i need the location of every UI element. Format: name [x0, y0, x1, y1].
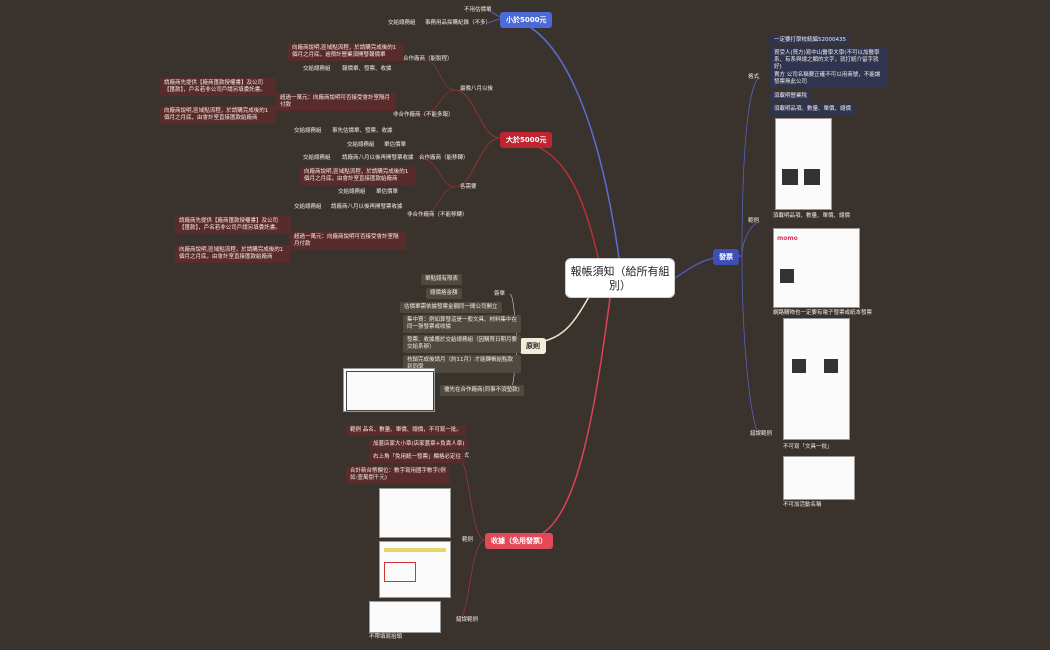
node-quote-only: 單估價單 [384, 142, 407, 148]
node-f4: 合計新台幣欄位：數字寫用國字數字(例如:壹萬捌千元) [346, 466, 450, 484]
node-f2: 加蓋店家大小章(店家蓋章+負責人章) [369, 439, 469, 450]
root-topic[interactable]: 報帳須知（給所有組別） [565, 258, 675, 298]
node-no-quote: 不用估價單 [464, 7, 492, 13]
topic-invoice[interactable]: 發票 [713, 249, 739, 265]
sign-table-image [343, 368, 435, 412]
node-send-e: 交給總務組 [294, 204, 322, 210]
node-explain2: 向廠商說明,區域點流程，於請購完成後的1個月之月底，由會計室直接匯款給廠商 [300, 167, 416, 185]
receipt-example-2 [379, 541, 451, 598]
node-over8: 最晚八月以後 [460, 86, 494, 92]
node-i2: 買受人(買方)寫中山醫學大學(不可以加醫學系、有系與總之類的文字，就打統介留字就… [770, 48, 888, 73]
momo-logo: momo [777, 235, 798, 242]
topic-under-5000[interactable]: 小於5000元 [500, 12, 553, 28]
node-e2: 網路購物也一定要有電子發票或紙本發票 [773, 310, 873, 316]
node-i4: 須載明營業稅 [770, 91, 812, 102]
invoice-wrong-1 [783, 318, 850, 440]
node-invoice-format: 格式 [748, 74, 760, 80]
node-contract-min: 合作廠商（能移轉） [419, 155, 469, 161]
node-w2: 不可加活動名稱 [783, 502, 822, 508]
node-noncontract2: 非合作廠商（不能移轉） [407, 212, 468, 218]
node-receipt-example: 範例 [462, 537, 474, 543]
receipt-wrong-image [369, 601, 441, 633]
node-qc-receipt: 請廠商八月以後再開發票收據 [342, 155, 414, 161]
node-must: 各需要 [460, 184, 477, 190]
node-r7: 優先在合作廠商(同事不須墊款) [440, 385, 524, 396]
invoice-example-2: momo [773, 228, 860, 308]
node-i5: 須載明品項、數量、單價、總價 [770, 104, 856, 115]
node-w1: 不可寫「文具一批」 [783, 444, 833, 450]
node-i3: 賣方 公司名稱要正確不可以用商號，不能讓發票無此公司 [770, 70, 888, 88]
topic-principles[interactable]: 原則 [520, 338, 546, 354]
node-noncontract: 非合作廠商（不能多報） [393, 112, 454, 118]
node-r4: 集中買：例如算發這是一般文具、材料集中在同一張發票或收據 [403, 315, 521, 333]
node-send-d: 交給總務組 [338, 189, 366, 195]
node-f1: 範例 品名、數量、單價、總價，不可寫一批。 [346, 425, 466, 436]
node-send-acct: 交給總務組 [388, 20, 416, 26]
node-send-c: 交給總務組 [347, 142, 375, 148]
node-sign: 簽單 [494, 291, 506, 297]
node-i1: 一定要打學校統編52000435 [770, 35, 850, 46]
node-explain3: 向廠商說明,區域點流程，於請購完成後的1個月之月底，由會計室直接匯款給廠商 [175, 245, 291, 263]
node-send-c2: 交給總務組 [303, 155, 331, 161]
node-after8: 請廠商八月以後再開發票收據 [331, 204, 403, 210]
node-e1: 須載明品項、數量、單價、總價 [773, 213, 851, 219]
node-invoice-example: 範例 [748, 218, 760, 224]
topic-receipt[interactable]: 收據（免用發票） [485, 533, 553, 549]
invoice-example-1 [775, 118, 832, 210]
node-send-acct-b: 交給總務組 [294, 128, 322, 134]
node-over10k-b: 超過一萬元：向廠商說明可否接受會計室隔月付款 [290, 232, 406, 250]
node-quote-receipt: 事先估價單、發票、收據 [332, 128, 393, 134]
receipt-example-1 [379, 488, 451, 538]
node-r2: 總價格金額 [426, 288, 462, 299]
node-r5: 發票、收據應於交給總務組（因購買日期月要交給系辦） [403, 335, 521, 353]
node-contract-with-quote: 合作廠商（能製程） [403, 56, 453, 62]
node-send-acct-a: 交給總務組 [303, 66, 331, 72]
node-explain-note: 向廠商說明,區域點流程，於請購完成後的1個月之月底，由會計室直接匯款給廠商 [160, 106, 276, 124]
node-r3: 估價單需依據發票金額同一間公司開立 [400, 302, 502, 313]
invoice-wrong-2 [783, 456, 855, 500]
node-receipt-wrong: 錯誤範例 [456, 617, 479, 623]
node-quote-sheet: 報價單、發票、收據 [342, 66, 392, 72]
node-purchase-record: 事務用品採購紀錄（不多） [425, 20, 492, 26]
node-over10k: 超過一萬元：向廠商說明可否接受會計室隔月付款 [276, 93, 396, 111]
node-fill2: 請廠商先提供【廠商匯款授權書】及公司【匯款】，戶名若非公司戶請另填委託書。 [175, 216, 291, 234]
node-invoice-wrong: 錯誤範例 [750, 431, 773, 437]
node-quote-d: 單估價單 [376, 189, 399, 195]
node-r1: 單點錢有限表 [421, 274, 463, 285]
node-wrong-caption: 不帶填寫抬頭 [369, 634, 403, 640]
topic-over-5000[interactable]: 大於5000元 [500, 132, 553, 148]
node-contract-quote-note: 向廠商說明,區域點流程，於請購完成後的1個月之月底，逾預計營業須開發報價單 [288, 43, 404, 61]
node-f3: 右上角「免用統一發票」欄格必定往 [369, 452, 466, 463]
node-fill-form: 請廠商先提供【廠商匯款授權書】及公司【匯款】，戶名若非公司戶請另填委託書。 [160, 78, 276, 96]
